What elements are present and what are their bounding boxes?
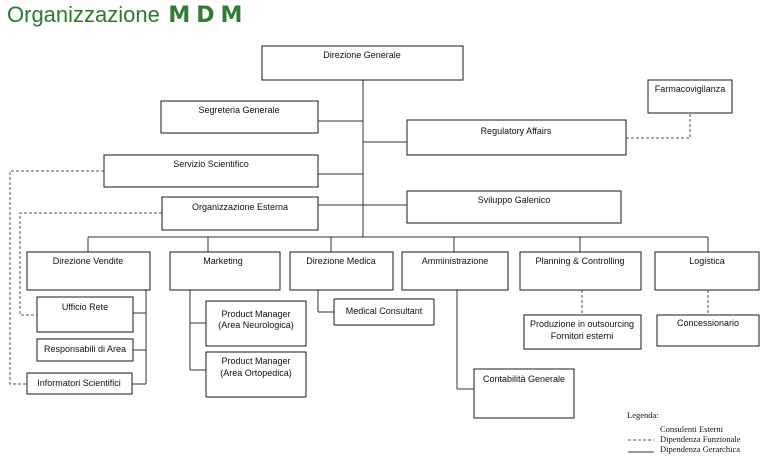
box-direzione-medica: Direzione Medica [289, 251, 394, 291]
box-label: (Area Neurologica) [218, 320, 294, 330]
box-concessionario: Concessionario [656, 314, 760, 347]
box-label: Farmacovigilanza [655, 84, 726, 94]
box-label: Direzione Vendite [53, 256, 124, 266]
box-label: Contabilità Generale [483, 374, 565, 384]
box-label: Amministrazione [422, 256, 489, 266]
box-amministrazione: Amministrazione [401, 251, 509, 291]
box-contabilita-generale: Contabilità Generale [473, 368, 575, 419]
box-sviluppo-galenico: Sviluppo Galenico [406, 190, 622, 224]
brand-logo: MDM [168, 3, 249, 28]
box-servizio-scientifico: Servizio Scientifico [103, 154, 319, 188]
box-label: Product Manager [221, 309, 290, 319]
box-label: Organizzazione Esterna [192, 202, 288, 212]
box-label: Produzione in outsourcing [530, 319, 634, 329]
box-label: Product Manager [221, 356, 290, 366]
box-label: Direzione Generale [323, 50, 401, 60]
box-label: Concessionario [677, 318, 739, 328]
box-farmacovigilanza: Farmacovigilanza [647, 79, 733, 114]
box-direzione-vendite: Direzione Vendite [26, 251, 151, 291]
box-direzione-generale: Direzione Generale [261, 45, 464, 81]
box-informatori-scientifici: Informatori Scientifici [26, 372, 133, 395]
box-label: Sviluppo Galenico [478, 195, 551, 205]
legend-consulenti: Consulenti Esterni [660, 424, 724, 434]
legend-title: Legenda: [627, 410, 659, 420]
box-label: Responsabili di Area [44, 344, 126, 354]
box-label: Servizio Scientifico [173, 159, 249, 169]
box-label: Ufficio Rete [62, 302, 108, 312]
box-label: Direzione Medica [306, 256, 376, 266]
box-label: Logistica [689, 256, 725, 266]
box-label: Segreteria Generale [198, 105, 279, 115]
box-label: Planning & Controlling [535, 256, 624, 266]
box-label: Marketing [203, 256, 243, 266]
box-planning-controlling: Planning & Controlling [519, 251, 642, 291]
box-pm-neurologica: Product Manager (Area Neurologica) [205, 300, 307, 347]
page-title: Organizzazione MDM [7, 2, 248, 28]
legend-gerarchica: Dipendenza Gerarchica [660, 444, 740, 454]
legend: Legenda: Consulenti Esterni Dipendenza F… [627, 410, 741, 454]
box-label: Informatori Scientifici [37, 378, 121, 388]
box-segreteria-generale: Segreteria Generale [160, 100, 319, 134]
box-logistica: Logistica [654, 251, 760, 291]
box-organizzazione-esterna: Organizzazione Esterna [161, 196, 319, 231]
box-pm-ortopedica: Product Manager (Area Ortopedica) [205, 351, 307, 398]
box-label: Medical Consultant [346, 306, 423, 316]
page-title-text: Organizzazione [7, 2, 160, 27]
legend-funzionale: Dipendenza Funzionale [660, 434, 741, 444]
box-label: Fornitori esterni [551, 331, 614, 341]
box-medical-consultant: Medical Consultant [333, 298, 435, 326]
box-marketing: Marketing [169, 251, 281, 291]
hierarchical-connectors [87, 80, 709, 390]
functional-connectors [9, 113, 709, 385]
box-produzione-outsourcing: Produzione in outsourcing Fornitori este… [523, 314, 642, 350]
box-regulatory-affairs: Regulatory Affairs [406, 119, 627, 156]
box-label: Regulatory Affairs [481, 126, 552, 136]
box-responsabili-area: Responsabili di Area [36, 338, 134, 362]
box-label: (Area Ortopedica) [220, 368, 292, 378]
box-ufficio-rete: Ufficio Rete [36, 296, 134, 333]
